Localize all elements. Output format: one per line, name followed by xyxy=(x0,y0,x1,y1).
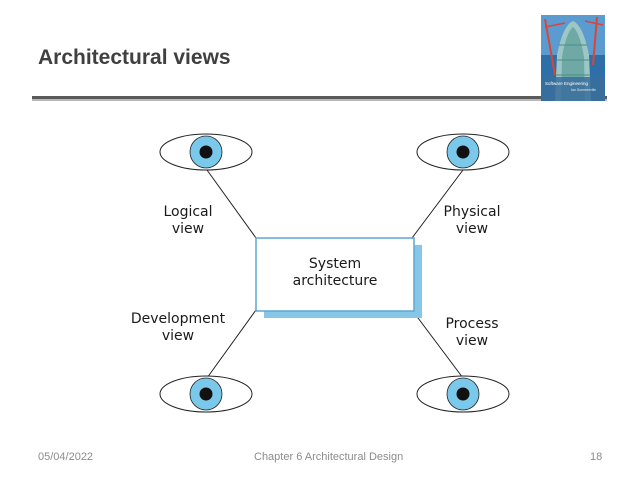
physical-view-label: Physical view xyxy=(422,204,522,238)
eye-logical-icon xyxy=(159,133,253,171)
footer-chapter: Chapter 6 Architectural Design xyxy=(254,451,404,463)
connector-physical xyxy=(411,169,464,239)
development-view-line2: view xyxy=(161,328,195,344)
system-architecture-box xyxy=(255,237,415,312)
logical-view-line2: view xyxy=(171,221,205,237)
development-view-label: Development view xyxy=(118,311,238,345)
eye-development-icon xyxy=(159,375,253,413)
book-cover-image: Software Engineering Ian Sommerville xyxy=(541,15,605,101)
slide-title: Architectural views xyxy=(38,46,231,69)
center-label: System architecture xyxy=(256,256,414,290)
logical-view-line1: Logical xyxy=(163,204,213,220)
connector-process xyxy=(411,309,464,379)
process-view-line2: view xyxy=(455,333,489,349)
physical-view-line2: view xyxy=(455,221,489,237)
process-view-label: Process view xyxy=(422,316,522,350)
footer-date: 05/04/2022 xyxy=(38,451,94,463)
physical-view-line1: Physical xyxy=(443,204,501,220)
connector-logical xyxy=(206,169,257,239)
center-label-line1: System xyxy=(308,256,362,272)
footer-page-number: 18 xyxy=(590,451,603,463)
title-divider xyxy=(32,96,607,99)
logical-view-label: Logical view xyxy=(138,204,238,238)
connector-development xyxy=(206,309,257,379)
eye-process-icon xyxy=(416,375,510,413)
book-cover-title: Software Engineering xyxy=(545,81,589,86)
eye-physical-icon xyxy=(416,133,510,171)
title-divider-shadow xyxy=(32,99,607,101)
process-view-line1: Process xyxy=(445,316,499,332)
center-label-line2: architecture xyxy=(292,273,378,289)
book-cover-author: Ian Sommerville xyxy=(571,88,597,92)
development-view-line1: Development xyxy=(130,311,226,327)
